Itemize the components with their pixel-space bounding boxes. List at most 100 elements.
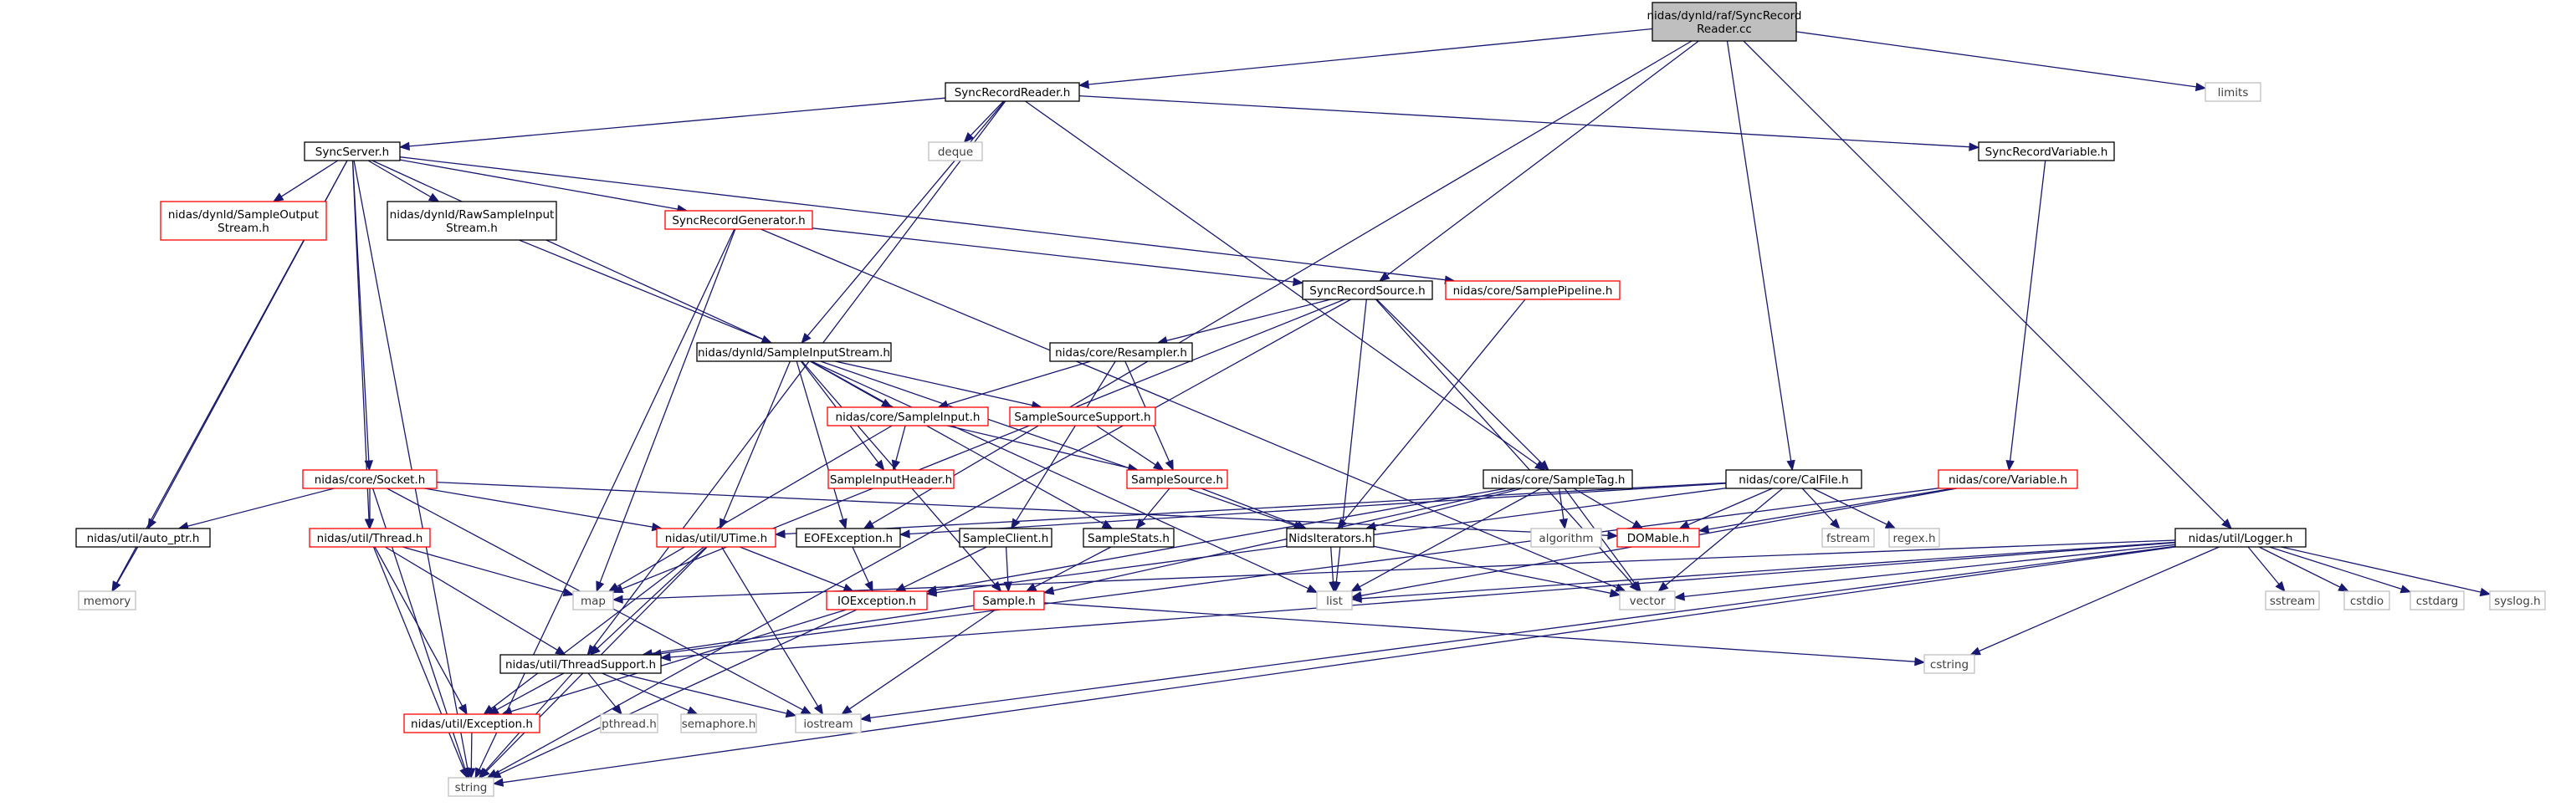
- node-variable[interactable]: nidas/core/Variable.h: [1938, 469, 2078, 489]
- node-label: SampleClient.h: [963, 532, 1049, 545]
- edge-sample-to-cstring: [1043, 602, 1926, 667]
- node-label: nidas/dynld/SampleOutput: [168, 208, 319, 222]
- node-label: nidas/util/Exception.h: [411, 718, 533, 731]
- edge-root-to-logger: [1743, 40, 2232, 529]
- edge-socket-to-autoptr: [177, 488, 335, 531]
- node-label: nidas/dynld/RawSampleInput: [390, 208, 555, 222]
- node-box: [827, 406, 989, 426]
- node-box: [795, 713, 862, 733]
- node-box: [656, 528, 776, 548]
- node-box: [1530, 528, 1602, 548]
- node-autoptr[interactable]: nidas/util/auto_ptr.h: [75, 528, 211, 548]
- edge-srg-to-map: [596, 228, 736, 593]
- node-spipe[interactable]: nidas/core/SamplePipeline.h: [1445, 280, 1621, 300]
- edge-variable-to-domable: [1698, 488, 1954, 534]
- node-domable[interactable]: DOMable.h: [1616, 528, 1700, 548]
- node-box: [1316, 590, 1353, 610]
- node-box: [572, 590, 614, 610]
- node-box: [1978, 141, 2115, 161]
- edge-srs-to-vector: [1375, 299, 1640, 592]
- node-ss[interactable]: SyncServer.h: [304, 141, 401, 161]
- node-sample[interactable]: Sample.h: [973, 590, 1045, 610]
- node-label: nidas/dynld/SampleInputStream.h: [698, 346, 890, 360]
- node-map: map: [572, 590, 614, 610]
- edge-srs-to-stag: [1376, 299, 1549, 471]
- node-label: SyncServer.h: [315, 146, 389, 159]
- node-srg[interactable]: SyncRecordGenerator.h: [664, 210, 813, 230]
- node-sclient[interactable]: SampleClient.h: [959, 528, 1052, 548]
- node-box: [304, 141, 401, 161]
- edge-stag-to-algorithm: [1558, 488, 1568, 530]
- edge-srv-to-variable: [2005, 160, 2046, 472]
- edge-utime-to-ioex: [739, 546, 855, 592]
- node-deque: deque: [928, 141, 983, 161]
- edge-logger-to-vector: [1673, 544, 2176, 601]
- node-cstdarg: cstdarg: [2410, 590, 2465, 610]
- edge-srr-to-tsupport: [586, 100, 1006, 656]
- node-label: SyncRecordSource.h: [1309, 284, 1425, 298]
- node-label: vector: [1630, 595, 1666, 608]
- node-box: [78, 590, 136, 610]
- node-sih[interactable]: SampleInputHeader.h: [827, 469, 955, 489]
- node-label: Sample.h: [982, 595, 1035, 608]
- node-string: string: [448, 777, 494, 797]
- node-ssup[interactable]: SampleSourceSupport.h: [1009, 406, 1156, 426]
- node-label: nidas/util/auto_ptr.h: [87, 532, 200, 545]
- node-eofex[interactable]: EOFException.h: [796, 528, 901, 548]
- node-sis[interactable]: nidas/dynld/SampleInputStream.h: [696, 342, 892, 362]
- edge-ss-to-string: [353, 160, 472, 779]
- edge-thread-to-map: [402, 546, 575, 597]
- node-label: SampleSource.h: [1131, 473, 1223, 487]
- edge-socket-to-thread: [365, 488, 375, 530]
- edge-logger-to-string: [492, 546, 2176, 787]
- node-tsupport[interactable]: nidas/util/ThreadSupport.h: [499, 654, 662, 674]
- node-logger[interactable]: nidas/util/Logger.h: [2174, 528, 2307, 548]
- node-box: [160, 201, 327, 241]
- edge-root-to-srs: [1379, 40, 1699, 282]
- node-srr[interactable]: SyncRecordReader.h: [945, 82, 1080, 102]
- edge-logger-to-sstream: [2247, 546, 2286, 593]
- node-stag[interactable]: nidas/core/SampleTag.h: [1483, 469, 1633, 489]
- node-srv[interactable]: SyncRecordVariable.h: [1978, 141, 2115, 161]
- node-algorithm: algorithm: [1530, 528, 1602, 548]
- node-box: [973, 590, 1045, 610]
- node-utime[interactable]: nidas/util/UTime.h: [656, 528, 776, 548]
- node-root[interactable]: nidas/dynld/raf/SyncRecordReader.cc: [1646, 2, 1802, 42]
- edge-srg-to-srs: [812, 227, 1304, 287]
- node-label: pthread.h: [602, 718, 657, 731]
- node-ioex[interactable]: IOException.h: [826, 590, 928, 610]
- edge-logger-to-map: [612, 539, 2176, 604]
- node-label: Stream.h: [446, 222, 498, 235]
- node-box: [448, 777, 494, 797]
- edge-calfile-to-utime: [774, 482, 1727, 539]
- edge-tsupport-to-pthread: [587, 672, 622, 716]
- edge-tsupport-to-exception: [487, 672, 565, 715]
- node-label: IOException.h: [837, 595, 916, 608]
- node-exception[interactable]: nidas/util/Exception.h: [403, 713, 540, 733]
- node-label: nidas/core/SampleTag.h: [1491, 473, 1626, 487]
- node-resamp[interactable]: nidas/core/Resampler.h: [1049, 342, 1193, 362]
- node-label: string: [455, 781, 488, 794]
- node-iostream: iostream: [795, 713, 862, 733]
- node-ssrc[interactable]: SampleSource.h: [1126, 469, 1228, 489]
- node-box: [959, 528, 1052, 548]
- edge-root-to-calfile: [1726, 40, 1795, 472]
- node-label: nidas/util/Logger.h: [2189, 532, 2293, 545]
- node-calfile[interactable]: nidas/core/CalFile.h: [1725, 469, 1862, 489]
- node-label: syslog.h: [2494, 595, 2540, 608]
- node-box: [1938, 469, 2078, 489]
- node-sstats[interactable]: SampleStats.h: [1083, 528, 1175, 548]
- node-cstdio: cstdio: [2343, 590, 2390, 610]
- node-socket[interactable]: nidas/core/Socket.h: [302, 469, 438, 489]
- node-nidsit[interactable]: NidsIterators.h: [1286, 528, 1375, 548]
- node-label: sstream: [2270, 595, 2315, 608]
- node-label: SampleSourceSupport.h: [1014, 411, 1150, 424]
- node-box: [1302, 280, 1433, 300]
- node-sinput[interactable]: nidas/core/SampleInput.h: [827, 406, 989, 426]
- edge-ss-to-sos: [272, 160, 339, 202]
- node-thread[interactable]: nidas/util/Thread.h: [309, 528, 431, 548]
- node-srs[interactable]: SyncRecordSource.h: [1302, 280, 1433, 300]
- edge-srr-to-srv: [1078, 94, 1980, 151]
